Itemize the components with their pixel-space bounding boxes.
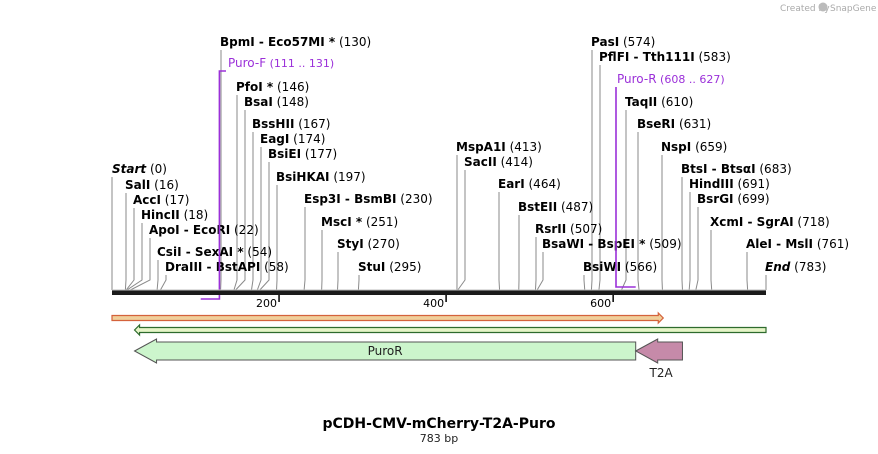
site-xcmi-sgrai-leader: [710, 230, 713, 291]
site-bpmi-eco57mi-label: BpmI - Eco57MI * (130): [220, 35, 371, 49]
site-apoi-ecori-leader: [130, 238, 151, 291]
site-labels: SalI (16)AccI (17)HincII (18)ApoI - EcoR…: [112, 35, 849, 274]
feature-puror-label: PuroR: [368, 344, 403, 358]
site-bsrgi-label: BsrGI (699): [697, 192, 770, 206]
site-hindiii-leader: [688, 192, 691, 291]
site-eari-leader: [498, 192, 501, 291]
primer-puro-f-label: Puro-F (111 .. 131): [228, 56, 334, 70]
site-pasi-label: PasI (574): [591, 35, 655, 49]
site-sali-label: SalI (16): [125, 178, 179, 192]
site-msci-label: MscI * (251): [321, 215, 398, 229]
site-pasi-leader: [590, 50, 593, 291]
site-bsai-leader: [235, 110, 246, 291]
site-bsshii-leader: [250, 132, 254, 291]
site-sacii-label: SacII (414): [464, 155, 533, 169]
site-pflfi-tth111i-label: PflFI - Tth111I (583): [599, 50, 731, 64]
credit-brand: SnapGene: [830, 4, 877, 14]
site-csii-sexai-leader: [156, 260, 159, 291]
site-sali-leader: [124, 193, 127, 291]
backbone-bar: [112, 290, 766, 295]
site-acci-label: AccI (17): [133, 193, 189, 207]
site-leader-lines: [111, 50, 767, 291]
primer-puro-f-arrow: [200, 70, 226, 300]
site-styi-label: StyI (270): [337, 237, 400, 251]
feature-arrows: PuroR T2A: [133, 338, 683, 380]
site-hincii-label: HincII (18): [141, 208, 208, 222]
site-bsawi-bspei-leader: [536, 252, 544, 291]
dna-backbone: [112, 289, 766, 295]
site-bsrgi-leader: [695, 207, 699, 291]
site-taqii-label: TaqII (610): [625, 95, 693, 109]
tick-label-400: 400: [423, 297, 444, 310]
site-eagi-label: EagI (174): [260, 132, 325, 146]
site-alei-msli-leader: [746, 252, 749, 291]
site-eari-label: EarI (464): [498, 177, 561, 191]
site-bsiei-leader: [259, 162, 270, 291]
orf-bar-2: [133, 323, 767, 337]
site-alei-msli-label: AleI - MslI (761): [746, 237, 849, 251]
site-bsihkai-label: BsiHKAI (197): [276, 170, 366, 184]
primers: Puro-F (111 .. 131) Puro-R (608 .. 627): [200, 56, 725, 300]
site-draiii-bstapi-label: DraIII - BstAPI (58): [165, 260, 289, 274]
site-hincii-leader: [126, 223, 143, 291]
credit-prefix: Created by: [780, 4, 830, 14]
site-rsrii-label: RsrII (507): [535, 222, 602, 236]
tick-label-600: 600: [590, 297, 611, 310]
site-mspa1i-label: MspA1I (413): [456, 140, 542, 154]
site-esp3i-bsmbi-leader: [303, 207, 306, 291]
site-nspi-label: NspI (659): [661, 140, 727, 154]
site-bsawi-bspei-label: BsaWI - BspEI * (509): [542, 237, 682, 251]
snapgene-credit: Created by SnapGene: [780, 2, 877, 14]
site-pflfi-tth111i-leader: [598, 65, 601, 291]
map-title: pCDH-CMV-mCherry-T2A-Puro: [323, 416, 556, 432]
end-end-label: End (783): [765, 260, 826, 274]
site-stui-label: StuI (295): [358, 260, 421, 274]
site-acci-leader: [125, 208, 135, 291]
site-bsteii-label: BstEII (487): [518, 200, 593, 214]
site-xcmi-sgrai-label: XcmI - SgrAI (718): [710, 215, 830, 229]
site-esp3i-bsmbi-label: Esp3I - BsmBI (230): [304, 192, 433, 206]
site-rsrii-leader: [534, 237, 537, 291]
site-bsiei-label: BsiEI (177): [268, 147, 337, 161]
site-bsshii-label: BssHII (167): [252, 117, 331, 131]
site-btsi-bts-i-label: BtsI - BtsαI (683): [681, 162, 792, 176]
primer-puro-r-arrow: [615, 87, 636, 288]
site-sacii-leader: [457, 170, 466, 291]
site-pfoi-leader: [233, 95, 238, 291]
site-hindiii-label: HindIII (691): [689, 177, 770, 191]
end-start-label: Start (0): [112, 162, 167, 176]
site-bseri-leader: [637, 132, 640, 291]
orf-bars: [111, 311, 767, 337]
feature-t2a-arrow: [634, 338, 683, 364]
site-bseri-label: BseRI (631): [637, 117, 711, 131]
site-apoi-ecori-label: ApoI - EcoRI (22): [149, 223, 259, 237]
tick-label-200: 200: [256, 297, 277, 310]
site-bsai-label: BsaI (148): [244, 95, 309, 109]
snapgene-logo-icon: [818, 2, 828, 12]
site-csii-sexai-label: CsiI - SexAI * (54): [157, 245, 272, 259]
site-pfoi-label: PfoI * (146): [236, 80, 309, 94]
feature-t2a-label: T2A: [648, 366, 673, 380]
site-eagi-leader: [256, 147, 262, 291]
orf-bar-1: [111, 311, 665, 325]
site-bsiwi-leader: [583, 275, 586, 291]
map-length: 783 bp: [420, 432, 458, 445]
site-stui-leader: [357, 275, 360, 291]
ruler-ticks: 200 400 600: [256, 295, 614, 310]
site-bsiwi-label: BsiWI (566): [583, 260, 657, 274]
site-draiii-bstapi-leader: [160, 275, 167, 291]
primer-puro-r-label: Puro-R (608 .. 627): [617, 72, 725, 86]
